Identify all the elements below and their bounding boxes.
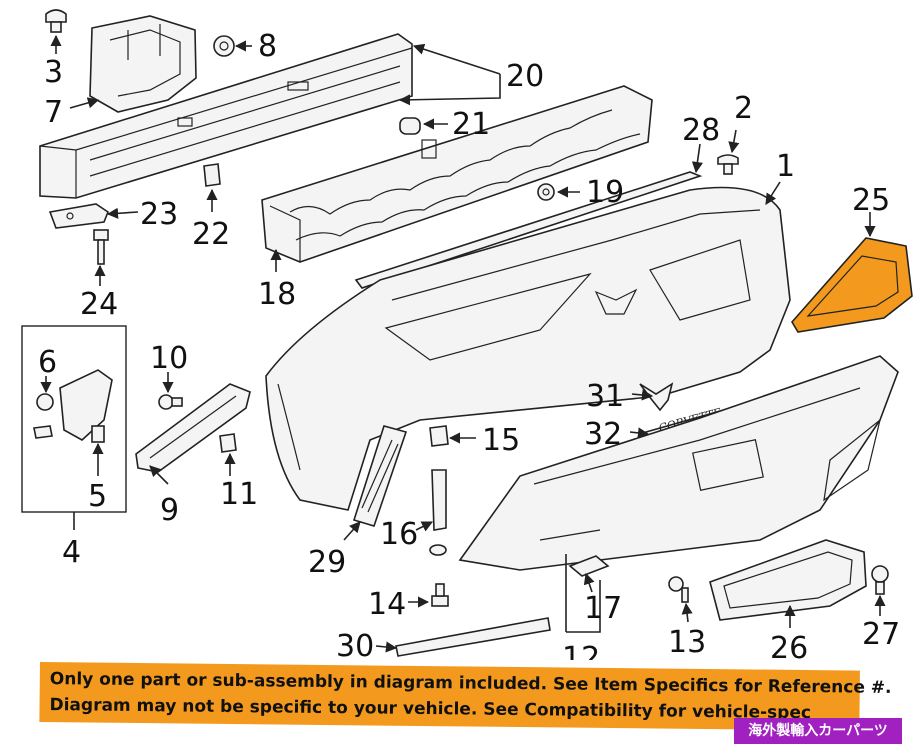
clip-part-11 [219, 433, 237, 453]
bolt-part-27 [871, 565, 889, 595]
bracket-part-23 [48, 203, 109, 229]
callout-30: 30 [336, 629, 374, 660]
bracket-part-9 [135, 383, 251, 473]
callout-18: 18 [258, 277, 296, 312]
bolt-part-24 [93, 229, 109, 265]
callout-19: 19 [586, 175, 624, 210]
callout-7: 7 [44, 95, 63, 130]
bracket-part-7 [89, 15, 197, 113]
bezel-part-26 [709, 539, 867, 621]
tow-cover-part-17 [568, 555, 610, 577]
callout-12: 12 [562, 641, 600, 660]
lower-fascia-part-12 [458, 355, 899, 571]
side-grille-part-25 [791, 237, 913, 333]
impact-bar-part-20 [39, 33, 413, 199]
callout-27: 27 [862, 617, 900, 652]
callout-3: 3 [44, 55, 63, 90]
bolt-part-14 [431, 583, 449, 607]
clip-part-15 [429, 425, 449, 447]
callout-15: 15 [482, 423, 520, 458]
push-pin-part-3 [45, 9, 67, 33]
callout-28: 28 [682, 113, 720, 148]
callout-8: 8 [258, 29, 277, 64]
callout-5: 5 [88, 479, 107, 514]
bracket-part-5 [33, 369, 113, 443]
callout-17: 17 [584, 591, 622, 626]
import-parts-badge: 海外製輸入カーパーツ [734, 718, 902, 744]
clip-part-22 [203, 163, 221, 187]
bumper-cover-part-1 [265, 186, 791, 511]
parts-diagram: CORVETTE [21, 9, 913, 660]
callout-11: 11 [220, 477, 258, 512]
callout-10: 10 [150, 341, 188, 376]
bolt-part-10 [158, 394, 183, 410]
callout-4: 4 [62, 535, 81, 570]
lower-grille-part-29 [352, 425, 408, 527]
push-pin-part-2 [717, 154, 739, 175]
callout-20: 20 [506, 59, 544, 94]
callout-1: 1 [776, 149, 795, 184]
bolt-part-13 [668, 576, 689, 603]
callout-9: 9 [160, 493, 179, 528]
bolt-part-19 [537, 183, 555, 201]
callout-14: 14 [368, 587, 406, 622]
callout-22: 22 [192, 217, 230, 252]
callout-24: 24 [80, 287, 118, 322]
callout-13: 13 [668, 625, 706, 660]
callout-29: 29 [308, 545, 346, 580]
bracket-part-16 [429, 469, 447, 556]
callout-32: 32 [584, 417, 622, 452]
callout-31: 31 [586, 379, 624, 414]
callout-23: 23 [140, 197, 178, 232]
energy-absorber-part-18 [261, 85, 653, 263]
trim-strip-part-30 [395, 617, 551, 657]
spacer-part-21 [399, 117, 421, 135]
molding-part-28 [354, 171, 703, 289]
callout-2: 2 [734, 91, 753, 126]
callout-26: 26 [770, 631, 808, 660]
nut-part-6 [36, 393, 54, 411]
nut-part-8 [213, 35, 235, 57]
callout-6: 6 [38, 345, 57, 380]
callout-16: 16 [380, 517, 418, 552]
callout-21: 21 [452, 107, 490, 142]
leader-lines [40, 34, 886, 653]
callout-25: 25 [852, 183, 890, 218]
callout-labels: 3 7 8 20 21 22 23 24 18 2 19 28 1 25 6 5… [38, 29, 900, 660]
